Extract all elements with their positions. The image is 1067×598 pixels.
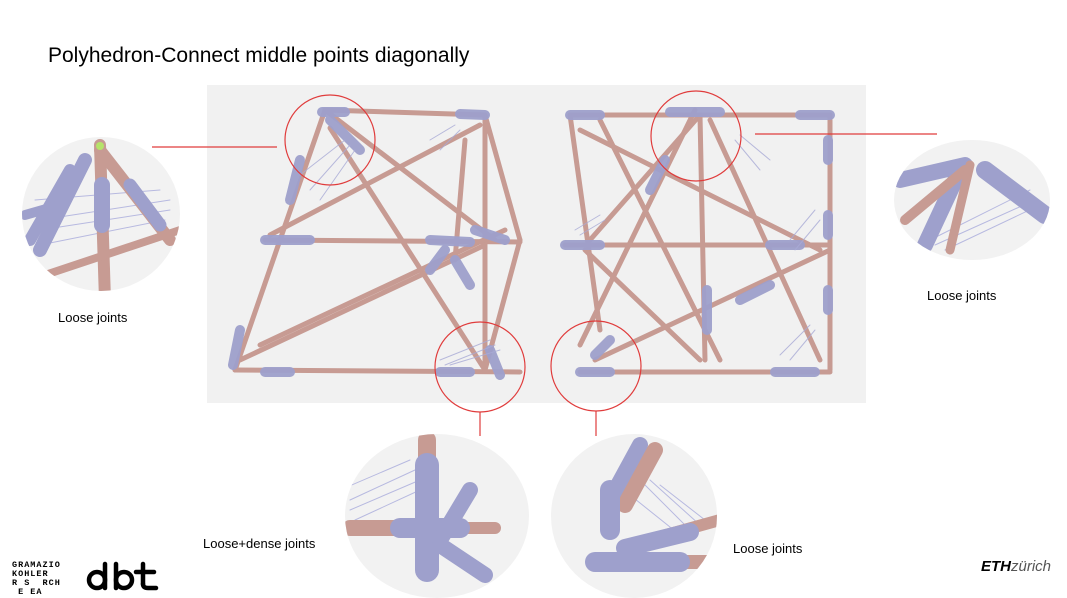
callout-label-top-left: Loose joints [58,310,128,325]
zoom-detail-top-right [894,140,1050,260]
callout-label-bottom-center-right: Loose joints [733,541,803,556]
zoom-detail-top-left [22,137,180,291]
highlight-circle-top-left [284,94,376,186]
eth-zurich-logo: ETHzürich [981,558,1052,575]
callout-label-top-right: Loose joints [927,288,997,303]
highlight-markers [152,90,937,436]
dbt-logo [86,561,159,591]
zoom-detail-bottom-left [345,434,529,598]
slide-title: Polyhedron-Connect middle points diagona… [48,44,470,67]
right-polyhedron-model [560,107,835,377]
highlight-circle-top-right [650,90,742,182]
callout-label-bottom-center-left: Loose+dense joints [203,536,316,551]
highlight-circle-bottom-right [550,320,642,412]
zoom-detail-bottom-right [551,434,717,598]
left-polyhedron-model [228,107,523,380]
